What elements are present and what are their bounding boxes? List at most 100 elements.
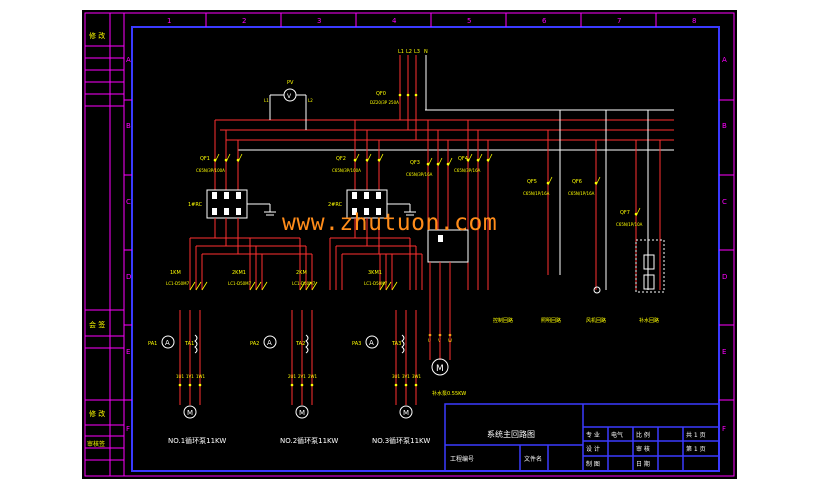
contactor-contact	[391, 281, 398, 291]
left-panel-rows	[85, 45, 124, 461]
breaker-switch	[487, 153, 493, 163]
branch-labels: 控制回路照明回路风机回路补水回路	[493, 317, 659, 324]
terminal-label: 1V1	[186, 374, 194, 379]
inner-frame	[131, 26, 720, 472]
busbar	[215, 109, 674, 151]
terminal-dot	[188, 383, 192, 387]
svg-text:M: M	[436, 364, 444, 374]
ammeter-1	[161, 335, 175, 349]
panel-label-4: 审核签	[87, 440, 105, 448]
terminal-dot	[178, 383, 182, 387]
breaker-switch	[437, 157, 443, 167]
panel-label-2: 会 签	[89, 320, 105, 329]
ammeter-name: PA3	[352, 341, 361, 347]
title-block-cell: 专 业	[586, 431, 600, 439]
title-block-cell: 共 1 页	[686, 431, 706, 439]
contactor-contact	[201, 281, 208, 291]
motor-glyph: M	[299, 409, 305, 417]
row-label-left: C	[126, 198, 131, 206]
title-block-rows: 专 业电气比 例共 1 页设 计审 核第 1 页制 图日 期	[586, 431, 706, 468]
breaker-switch	[237, 153, 243, 163]
ammeter-2	[263, 335, 277, 349]
contactor-contact	[255, 281, 262, 291]
contactors: 1KMLC1-D50M72KM1LC1-D50M72KMLC1-D50M73KM…	[166, 270, 398, 291]
bus-label: L1	[398, 49, 404, 55]
row-label-right: B	[722, 122, 727, 130]
terminal-dot	[290, 383, 294, 387]
title-block-cell: 审 核	[636, 445, 650, 453]
breaker-spec: C65N/1P/10A	[616, 222, 643, 227]
current-transformer	[305, 334, 309, 354]
col-label-top: 2	[242, 17, 246, 25]
breaker-name: QF2	[336, 156, 346, 162]
breaker-switch	[354, 153, 360, 163]
breaker-switch	[635, 207, 641, 217]
contactor-contact	[305, 281, 312, 291]
breaker-switch	[366, 153, 372, 163]
terminal-label: 2V1	[298, 374, 306, 379]
row-label-right: D	[722, 273, 727, 281]
breaker-name: QF4	[458, 156, 468, 162]
contactor-spec: LC1-D50M7	[166, 281, 190, 286]
terminal-label: 2W1	[308, 374, 318, 379]
row-label-left: A	[126, 56, 131, 64]
terminal-dot	[414, 383, 418, 387]
breaker-switch	[477, 153, 483, 163]
project-number-label: 工程编号	[450, 455, 474, 463]
col-label-top: 1	[167, 17, 171, 25]
row-label-right: C	[722, 198, 727, 206]
drawing-name-label: 文件名	[524, 455, 542, 463]
pump-label: NO.3循环泵11KW	[372, 436, 430, 445]
col-label-top: 5	[467, 17, 471, 25]
meter-left: L1	[264, 98, 269, 103]
contactor-contact	[385, 281, 392, 291]
title-block-cell: 比 例	[636, 431, 650, 439]
col-label-top: 4	[392, 17, 397, 25]
breaker-switch	[447, 157, 453, 167]
branch-label: 照明回路	[541, 317, 561, 324]
soft-starter-2-label: 2#RC	[328, 202, 343, 208]
breaker-spec: C65N/3P/100A	[332, 168, 361, 173]
row-label-right: E	[722, 348, 726, 356]
row-label-right: F	[722, 425, 726, 433]
terminal-dot	[300, 383, 304, 387]
bus-label: N	[424, 49, 428, 55]
breaker-name: QF6	[572, 179, 582, 185]
contactor-contact	[299, 281, 306, 291]
branch-label: 风机回路	[586, 317, 606, 324]
row-label-left: B	[126, 122, 131, 130]
terminal-dot	[404, 383, 408, 387]
soft-starter-1-label: 1#RC	[188, 202, 203, 208]
breaker-switch	[467, 153, 473, 163]
svg-text:V: V	[287, 93, 292, 100]
breaker-switch	[595, 176, 601, 186]
drawing-title: 系统主回路图	[487, 429, 535, 439]
row-label-left: D	[126, 273, 131, 281]
title-block-cell: 制 图	[586, 460, 600, 468]
motor-contactor	[427, 229, 469, 263]
motor-right-label: 补水泵0.55KW	[432, 390, 466, 397]
breaker-switch	[547, 176, 553, 186]
incoming-lines	[399, 55, 427, 140]
contactor-name: 2KM1	[232, 270, 246, 276]
motor-glyph: M	[403, 409, 409, 417]
terminal-dot	[310, 383, 314, 387]
current-transformer	[401, 334, 405, 354]
main-breaker-spec: DZ20/3P 250A	[370, 100, 399, 105]
feeder-labels: QF1C65N/3P/100AQF2C65N/3P/100AQF3C65N/3P…	[196, 153, 643, 227]
outer-frame	[84, 12, 735, 477]
branch-label: 控制回路	[493, 317, 513, 324]
crossover-wiring	[189, 218, 423, 290]
neutral-drops	[559, 110, 649, 290]
col-label-top: 3	[317, 17, 321, 25]
terminal-label: 1W1	[196, 374, 206, 379]
transformer-name: TA3	[391, 341, 401, 347]
transformer-name: TA1	[184, 341, 194, 347]
breaker-spec: C65N/1P/16A	[568, 191, 595, 196]
pump-label: NO.2循环泵11KW	[280, 436, 338, 445]
breaker-name: QF3	[410, 160, 420, 166]
pump-label: NO.1循环泵11KW	[168, 436, 226, 445]
contactor-name: 2KM	[296, 270, 307, 276]
